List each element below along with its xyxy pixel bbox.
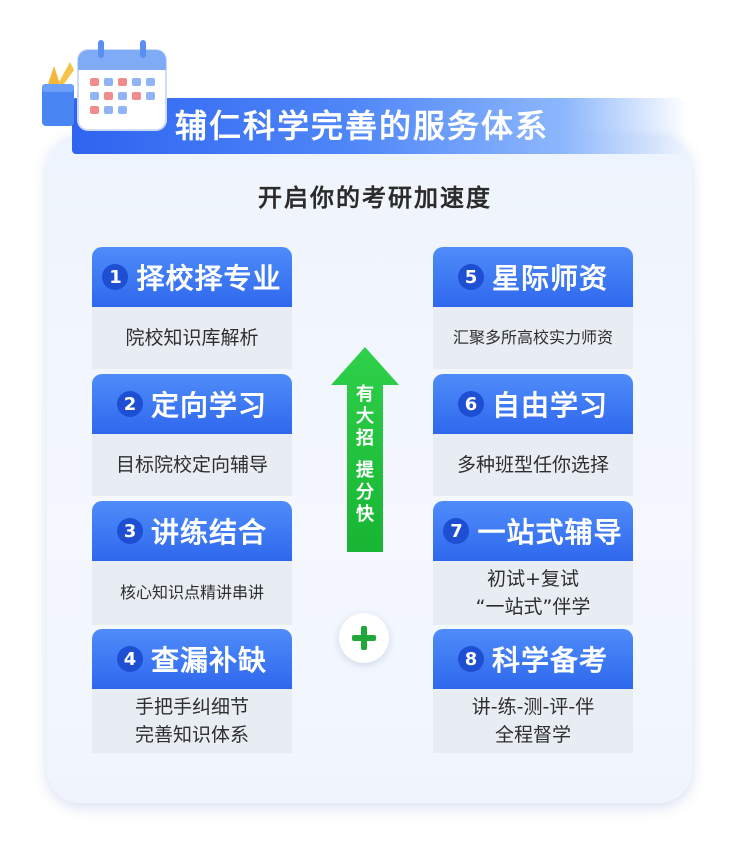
card-title: 查漏补缺 [150, 644, 267, 677]
card-line: 汇聚多所高校实力师资 [452, 328, 613, 347]
card-line: 多种班型任你选择 [456, 454, 609, 476]
card-title: 一站式辅导 [477, 516, 623, 549]
title-banner [72, 98, 687, 154]
subtitle: 开启你的考研加速度 [258, 184, 492, 212]
number-badge: 6 [457, 391, 484, 417]
service-card-7: 7 一站式辅导 初试+复试 “一站式”伴学 [433, 501, 633, 625]
number-badge: 7 [443, 518, 470, 544]
card-line: 全程督学 [494, 724, 571, 746]
card-title: 讲练结合 [150, 516, 267, 549]
number-badge: 4 [116, 646, 143, 672]
number-badge: 2 [116, 391, 143, 417]
card-line: 初试+复试 [487, 568, 579, 590]
page-title: 辅仁科学完善的服务体系 [175, 107, 550, 145]
card-title: 定向学习 [150, 389, 267, 422]
card-description: 汇聚多所高校实力师资 [433, 307, 633, 369]
calendar-icon [42, 40, 167, 131]
card-line: 手把手纠细节 [134, 696, 249, 718]
card-line: 完善知识体系 [134, 724, 249, 746]
card-title: 星际师资 [491, 262, 608, 295]
card-header: 4 查漏补缺 [92, 629, 292, 689]
card-header: 6 自由学习 [433, 374, 633, 434]
number-badge: 3 [116, 518, 143, 544]
card-line: “一站式”伴学 [475, 596, 591, 618]
card-title: 择校择专业 [136, 262, 282, 295]
card-header: 1 择校择专业 [92, 247, 292, 307]
card-title: 科学备考 [491, 644, 608, 677]
card-header: 5 星际师资 [433, 247, 633, 307]
up-arrow-icon [331, 347, 399, 552]
card-line: 讲-练-测-评-伴 [471, 696, 595, 718]
service-card-2: 2 定向学习 目标院校定向辅导 [92, 374, 292, 496]
card-description: 多种班型任你选择 [433, 434, 633, 496]
card-header: 2 定向学习 [92, 374, 292, 434]
card-title: 自由学习 [491, 389, 608, 422]
service-card-5: 5 星际师资 汇聚多所高校实力师资 [433, 247, 633, 369]
card-description: 讲-练-测-评-伴 全程督学 [433, 689, 633, 753]
service-card-4: 4 查漏补缺 手把手纠细节 完善知识体系 [92, 629, 292, 753]
service-card-8: 8 科学备考 讲-练-测-评-伴 全程督学 [433, 629, 633, 753]
service-card-3: 3 讲练结合 核心知识点精讲串讲 [92, 501, 292, 625]
card-header: 8 科学备考 [433, 629, 633, 689]
number-badge: 5 [457, 264, 484, 290]
card-line: 核心知识点精讲串讲 [119, 583, 264, 602]
arrow-label: 有 大 招 提 分 快 [356, 384, 374, 525]
card-description: 院校知识库解析 [92, 307, 292, 369]
service-card-6: 6 自由学习 多种班型任你选择 [433, 374, 633, 496]
card-description: 手把手纠细节 完善知识体系 [92, 689, 292, 753]
service-card-1: 1 择校择专业 院校知识库解析 [92, 247, 292, 369]
card-header: 7 一站式辅导 [433, 501, 633, 561]
card-header: 3 讲练结合 [92, 501, 292, 561]
plus-icon [339, 613, 389, 663]
card-description: 初试+复试 “一站式”伴学 [433, 561, 633, 625]
card-description: 目标院校定向辅导 [92, 434, 292, 496]
card-line: 院校知识库解析 [125, 327, 259, 349]
card-description: 核心知识点精讲串讲 [92, 561, 292, 625]
number-badge: 1 [102, 264, 129, 290]
card-line: 目标院校定向辅导 [115, 454, 268, 476]
number-badge: 8 [457, 646, 484, 672]
